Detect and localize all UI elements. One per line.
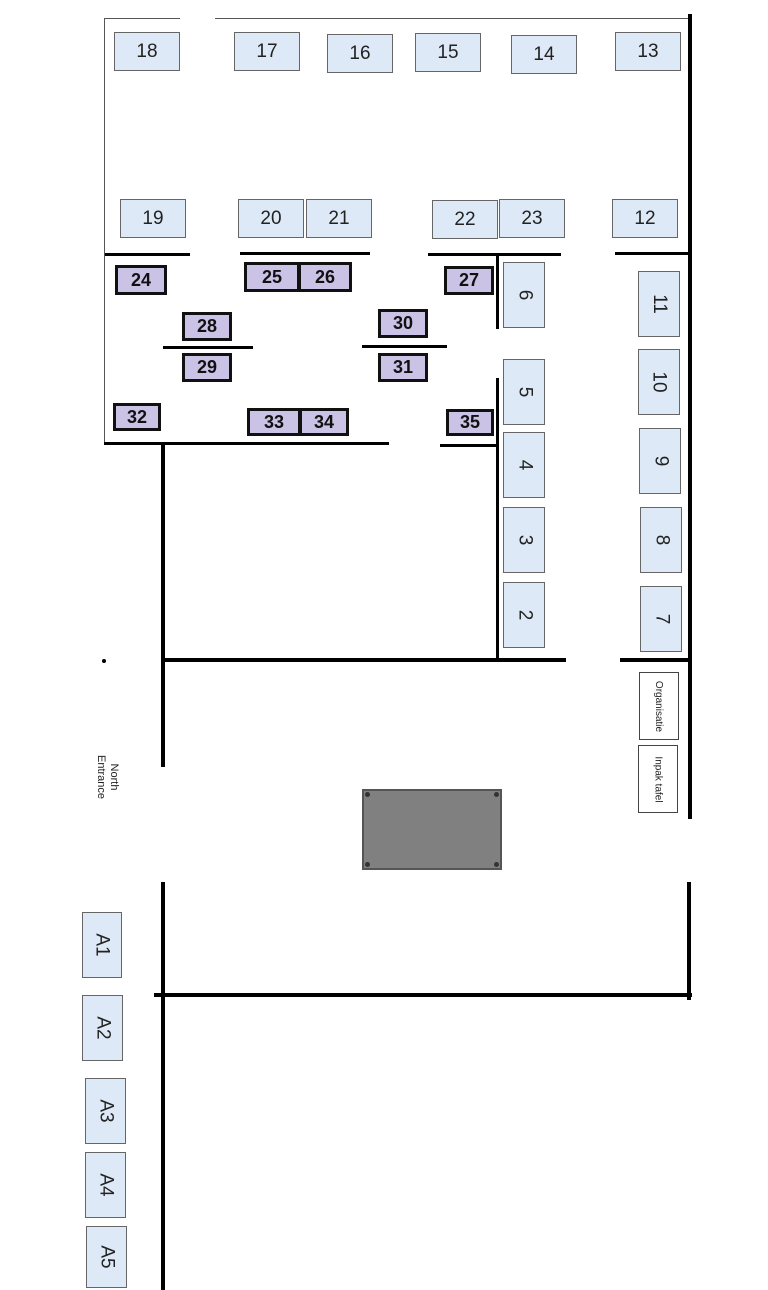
booth-a4[interactable]: A4 xyxy=(85,1152,126,1218)
wall-mid-horizontal xyxy=(161,658,566,662)
booth-31[interactable]: 31 xyxy=(378,353,428,382)
central-display-area xyxy=(362,789,502,870)
wall-mid-horizontal-right xyxy=(620,658,692,662)
booth-23[interactable]: 23 xyxy=(499,199,565,238)
corner-dot xyxy=(494,862,499,867)
booth-34[interactable]: 34 xyxy=(299,408,349,436)
booth-a3[interactable]: A3 xyxy=(85,1078,126,1144)
booth-8[interactable]: 8 xyxy=(640,507,682,573)
booth-28[interactable]: 28 xyxy=(182,312,232,341)
booth-4[interactable]: 4 xyxy=(503,432,545,498)
wall-right-outer xyxy=(688,14,692,819)
booth-19[interactable]: 19 xyxy=(120,199,186,238)
wall-left-thin xyxy=(104,18,105,443)
marker-dot xyxy=(102,659,106,663)
inpak-tafel-table[interactable]: Inpak tafel xyxy=(638,745,678,813)
wall-row2-mid xyxy=(240,252,370,255)
booth-32[interactable]: 32 xyxy=(113,403,161,431)
entrance-line-1: North xyxy=(108,763,120,791)
wall-top-thin-2 xyxy=(215,18,690,19)
wall-lower-horizontal xyxy=(154,993,692,997)
booth-17[interactable]: 17 xyxy=(234,32,300,71)
corner-dot xyxy=(365,792,370,797)
booth-5[interactable]: 5 xyxy=(503,359,545,425)
wall-left-corridor xyxy=(161,442,165,767)
booth-3[interactable]: 3 xyxy=(503,507,545,573)
booth-a5[interactable]: A5 xyxy=(86,1226,127,1288)
wall-top-thin xyxy=(105,18,180,19)
wall-right-lower xyxy=(687,882,691,1000)
booth-26[interactable]: 26 xyxy=(298,262,352,292)
corner-dot xyxy=(365,862,370,867)
booth-30[interactable]: 30 xyxy=(378,309,428,338)
booth-9[interactable]: 9 xyxy=(639,428,681,494)
booth-11[interactable]: 11 xyxy=(638,271,680,337)
wall-row2-right xyxy=(428,253,561,256)
booth-21[interactable]: 21 xyxy=(306,199,372,238)
wall-inner-vertical xyxy=(496,378,499,662)
wall-row2-left xyxy=(105,253,190,256)
booth-25[interactable]: 25 xyxy=(244,262,300,292)
wall-divider-30-31 xyxy=(362,345,447,348)
booth-16[interactable]: 16 xyxy=(327,34,393,73)
booth-35[interactable]: 35 xyxy=(446,409,494,436)
organisatie-table[interactable]: Organisatie xyxy=(639,672,679,740)
wall-row2-far xyxy=(615,252,692,255)
booth-12[interactable]: 12 xyxy=(612,199,678,238)
booth-29[interactable]: 29 xyxy=(182,353,232,382)
booth-2[interactable]: 2 xyxy=(503,582,545,648)
booth-18[interactable]: 18 xyxy=(114,32,180,71)
booth-24[interactable]: 24 xyxy=(115,265,167,295)
booth-20[interactable]: 20 xyxy=(238,199,304,238)
corner-dot xyxy=(494,792,499,797)
booth-13[interactable]: 13 xyxy=(615,32,681,71)
entrance-line-2: Entrance xyxy=(95,754,107,800)
north-entrance-label: North Entrance xyxy=(92,747,120,807)
wall-hall-bottom-2 xyxy=(440,444,498,447)
wall-left-lower xyxy=(161,882,165,1290)
booth-a1[interactable]: A1 xyxy=(82,912,122,978)
wall-inner-vertical-top xyxy=(496,256,499,329)
booth-27[interactable]: 27 xyxy=(444,266,494,295)
booth-10[interactable]: 10 xyxy=(638,349,680,415)
booth-33[interactable]: 33 xyxy=(247,408,301,436)
booth-6[interactable]: 6 xyxy=(503,262,545,328)
wall-hall-bottom xyxy=(104,442,389,445)
booth-14[interactable]: 14 xyxy=(511,35,577,74)
booth-7[interactable]: 7 xyxy=(640,586,682,652)
booth-22[interactable]: 22 xyxy=(432,200,498,239)
booth-a2[interactable]: A2 xyxy=(82,995,123,1061)
booth-15[interactable]: 15 xyxy=(415,33,481,72)
wall-divider-28-29 xyxy=(163,346,253,349)
